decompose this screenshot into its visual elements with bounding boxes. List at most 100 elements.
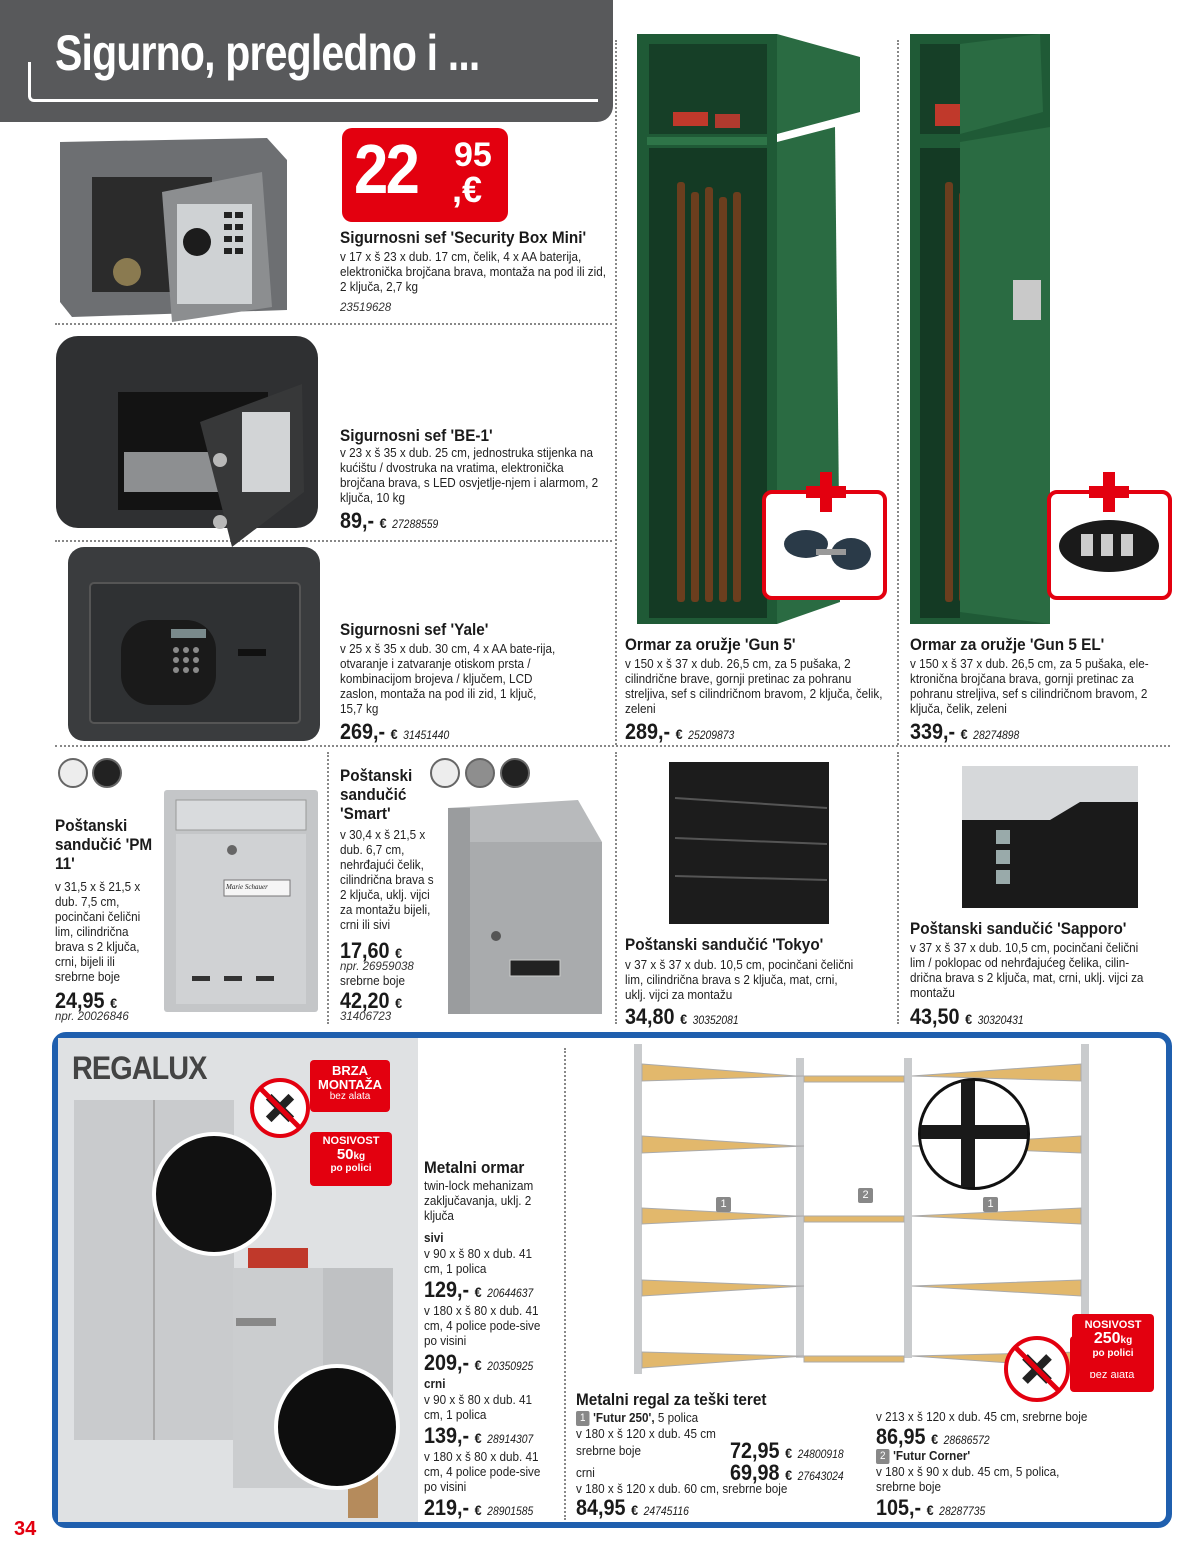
variant-label: sivi [424,1230,444,1245]
article-number: npr. 26959038 [340,961,414,973]
plus-icon [806,472,846,512]
product-desc: v 180 x š 120 x dub. 60 cm, srebrne boje [576,1481,788,1496]
price-currency: ,€ [452,169,483,210]
divider [55,540,612,542]
divider [615,40,617,745]
divider [55,323,612,325]
product-desc: v 180 x š 90 x dub. 45 cm, 5 polica, sre… [876,1464,1060,1494]
product-desc: v 90 x š 80 x dub. 41 cm, 1 polica [424,1246,532,1276]
divider [564,1048,566,1520]
no-tools-icon [1004,1336,1070,1402]
article-number: npr. 20026846 [55,1011,129,1023]
metal-cabinet-image [58,1038,418,1522]
product-desc: v 90 x š 80 x dub. 41 cm, 1 polica [424,1392,532,1422]
detail-circle-frame [918,1078,1030,1190]
product-price: 339,- € 28274898 [910,719,1020,744]
nameplate-text: Marie Schauer [226,883,268,891]
color-swatch[interactable] [58,758,88,788]
product-desc: v 150 x š 37 x dub. 26,5 cm, za 5 pušaka… [625,656,883,716]
page-title: Sigurno, pregledno i ... [55,25,480,81]
divider [897,752,899,1024]
quick-assembly-badge: BRZA MONTAŽA bez alata [310,1060,390,1112]
load-capacity-badge: NOSIVOST 250kg po polici [1072,1314,1154,1372]
page-number: 34 [14,1518,37,1540]
product-name: Poštanski sandučić 'Smart' [340,766,413,824]
color-swatch[interactable] [500,758,530,788]
color-swatch[interactable] [92,758,122,788]
product-price: 105,- € 28287735 [876,1495,986,1520]
product-desc: v 25 x š 35 x dub. 30 cm, 4 x AA bate-ri… [340,641,556,716]
price-badge: 22 95 ,€ [342,128,508,222]
product-price: 69,98 € 27643024 [730,1460,844,1485]
brand-logo: REGALUX [72,1050,207,1086]
price-cents: 95 [454,136,492,174]
product-name: Poštanski sandučić 'PM 11' [55,816,153,874]
product-desc: twin-lock mehanizam zaključavanja, uklj.… [424,1178,534,1223]
product-desc: v 213 x š 120 x dub. 45 cm, srebrne boje [876,1409,1088,1424]
product-price: 269,- € 31451440 [340,719,450,744]
color-swatch[interactable] [430,758,460,788]
variant-label-2: 2 [858,1188,873,1203]
product-name: Metalni regal za teški teret [576,1390,767,1409]
header-bracket [28,62,598,102]
product-price: 219,- € 28901585 [424,1495,534,1520]
divider [897,40,899,745]
price-row-label: crni [576,1465,595,1480]
variant-label-1: 1 [716,1197,731,1212]
product-price: 209,- € 20350925 [424,1350,534,1375]
variant-label: srebrne boje [340,973,406,988]
product-name: Poštanski sandučić 'Sapporo' [910,919,1127,938]
gun-cabinet-image [905,32,1170,632]
product-name: Ormar za oružje 'Gun 5' [625,635,796,654]
product-price: 289,- € 25209873 [625,719,735,744]
product-name: Sigurnosni sef 'Yale' [340,620,489,639]
product-desc: v 180 x š 80 x dub. 41 cm, 4 police pode… [424,1303,541,1348]
product-desc: v 37 x š 37 x dub. 10,5 cm, pocinčani če… [625,957,854,1002]
price-whole: 22 [354,130,420,208]
safe-be1-image [52,332,322,550]
divider [615,752,617,1024]
product-price: 89,- € 27288559 [340,508,439,533]
product-variant: 1'Futur 250', 5 polica [576,1410,698,1426]
product-price: 34,80 € 30352081 [625,1004,739,1029]
product-name: Sigurnosni sef 'Security Box Mini' [340,228,587,247]
article-number: 23519628 [340,302,392,314]
regalux-panel [52,1032,1172,1528]
no-tools-icon [250,1078,310,1138]
variant-label-1: 1 [983,1197,998,1212]
article-number: 31406723 [340,1011,392,1023]
mailbox-tokyo-image [665,758,835,928]
product-name: Metalni ormar [424,1158,525,1177]
product-price: 139,- € 28914307 [424,1423,534,1448]
color-swatch[interactable] [465,758,495,788]
product-name: Sigurnosni sef 'BE-1' [340,426,493,445]
product-name: Ormar za oružje 'Gun 5 EL' [910,635,1105,654]
variant-label: crni [424,1376,446,1391]
product-price: 42,20 € [340,988,403,1013]
shelf-image [626,1036,1101,1384]
product-desc: v 150 x š 37 x dub. 26,5 cm, za 5 pušaka… [910,656,1149,716]
price-row-label: srebrne boje [576,1443,642,1458]
product-desc: v 180 x š 80 x dub. 41 cm, 4 police pode… [424,1449,541,1494]
safe-mini-image [52,132,294,324]
product-variant: 2'Futur Corner' [876,1448,970,1464]
product-desc: v 23 x š 35 x dub. 25 cm, jednostruka st… [340,445,599,505]
product-desc: v 37 x š 37 x dub. 10,5 cm, pocinčani če… [910,940,1144,1000]
product-price: 72,95 € 24800918 [730,1438,844,1463]
product-name: Poštanski sandučić 'Tokyo' [625,935,824,954]
product-price: 86,95 € 28686572 [876,1424,990,1449]
mailbox-smart-image [440,798,604,1018]
mailbox-sapporo-image [960,762,1140,912]
mailbox-pm11-image [162,786,320,1016]
safe-yale-image [66,545,322,743]
detail-circle-black [152,1132,276,1256]
product-desc: v 180 x š 120 x dub. 45 cm [576,1426,716,1441]
product-price: 17,60 € [340,938,403,963]
divider [327,752,329,1024]
product-price: 84,95 € 24745116 [576,1495,689,1520]
product-price: 129,- € 20644637 [424,1277,534,1302]
product-price: 24,95 € [55,988,118,1013]
detail-circle-black [274,1364,400,1490]
product-price: 43,50 € 30320431 [910,1004,1024,1029]
product-desc: v 17 x š 23 x dub. 17 cm, čelik, 4 x AA … [340,249,607,294]
